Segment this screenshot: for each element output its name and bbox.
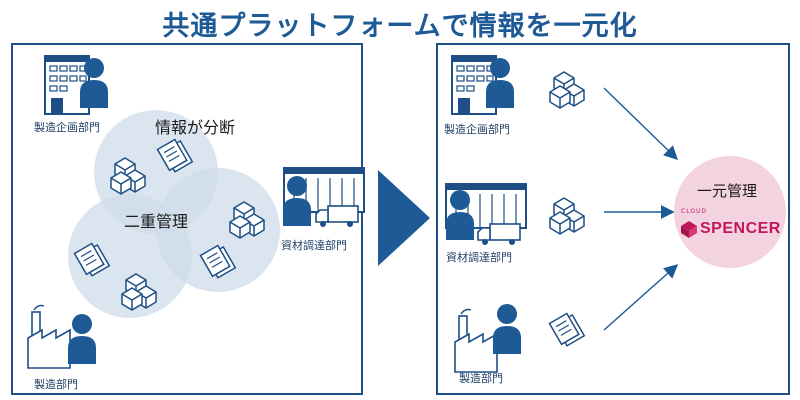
label-double-management: 二重管理 [124,212,189,231]
label-information-divided: 情報が分断 [155,118,236,137]
logo-main-text: SPENCER [700,220,781,237]
spencer-logo-icon [681,221,697,238]
dept-label-procurement: 資材調達部門 [281,239,347,252]
factory-icon [27,304,71,369]
boxes-icon [549,197,585,235]
flow-arrow-manufacturing [603,264,679,331]
page-title: 共通プラットフォームで情報を一元化 [162,11,638,42]
hub-title: 一元管理 [697,182,758,200]
person-icon [68,314,96,364]
arrow-right-icon [378,170,430,266]
dept-label-procurement: 資材調達部門 [446,251,512,264]
boxes-icon [549,71,585,109]
dept-label-planning: 製造企画部門 [444,123,510,136]
logo-small-text: CLOUD [681,208,708,215]
hub-circle [674,156,786,268]
info-circle-bottom-right [156,168,280,292]
person-icon [493,304,521,354]
documents-icon [548,310,586,349]
flow-arrow-planning [603,87,679,160]
dept-label-manufacturing: 製造部門 [459,372,503,385]
dept-label-manufacturing: 製造部門 [34,378,78,391]
factory-icon [454,308,498,373]
dept-label-planning: 製造企画部門 [34,121,100,134]
